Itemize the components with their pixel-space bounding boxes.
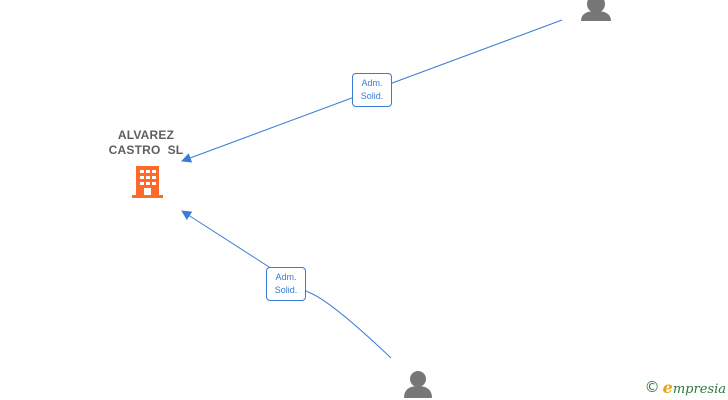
building-icon[interactable] bbox=[132, 166, 163, 198]
brand-initial: e bbox=[662, 377, 673, 397]
edge-label-line2: Solid. bbox=[360, 91, 384, 101]
person-icon[interactable] bbox=[404, 371, 432, 398]
edge-label-line2: Solid. bbox=[274, 285, 298, 295]
edge-line-bottom bbox=[181, 210, 392, 359]
brand-logo: empresia bbox=[663, 378, 726, 397]
edge-label-bottom[interactable]: Adm. Solid. bbox=[266, 267, 306, 301]
edge-label-line1: Adm. bbox=[361, 78, 383, 88]
company-name[interactable]: ALVAREZ CASTRO SL bbox=[96, 128, 196, 158]
edge-label-top[interactable]: Adm. Solid. bbox=[352, 73, 392, 107]
copyright-symbol: © bbox=[644, 378, 660, 396]
person-icon[interactable] bbox=[581, 0, 611, 21]
edge-label-line1: Adm. bbox=[275, 272, 297, 282]
empresia-watermark: © empresia bbox=[644, 378, 726, 397]
brand-rest: mpresia bbox=[672, 381, 726, 397]
company-name-line2: CASTRO SL bbox=[108, 143, 184, 157]
company-name-line1: ALVAREZ bbox=[117, 128, 175, 142]
